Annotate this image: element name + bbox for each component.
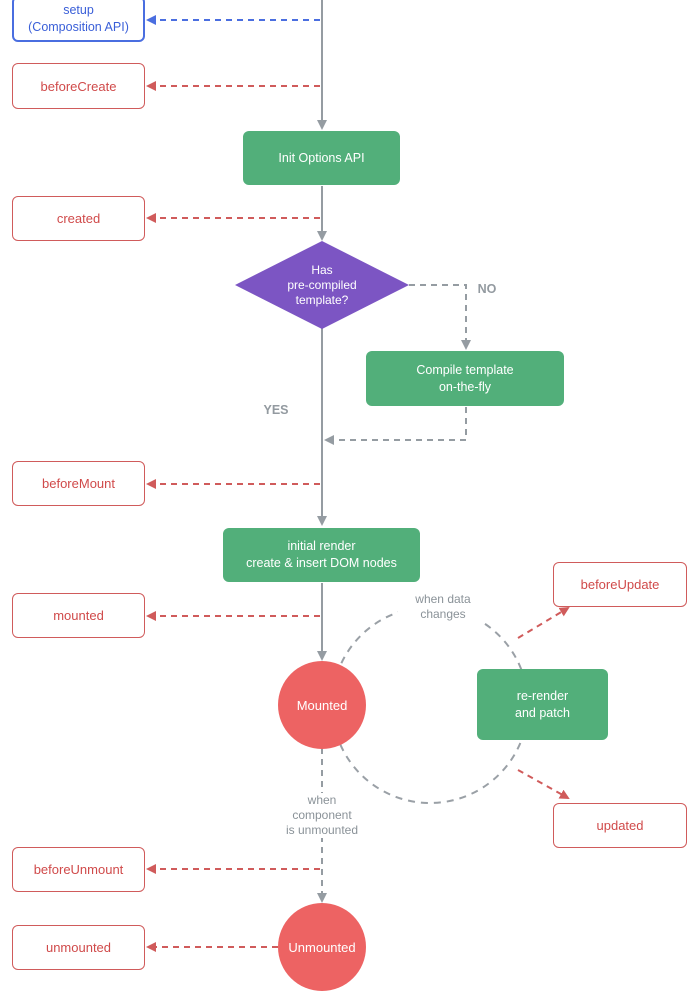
process-init-options-api: Init Options API <box>243 131 400 185</box>
hook-setup: setup (Composition API) <box>12 0 145 42</box>
hook-line-updated <box>517 769 570 799</box>
hook-created: created <box>12 196 145 241</box>
hook-mounted: mounted <box>12 593 145 638</box>
decision-yes-label: YES <box>263 403 289 417</box>
state-unmounted: Unmounted <box>278 903 366 991</box>
hook-line-before-update <box>517 606 570 639</box>
hook-before-create: beforeCreate <box>12 63 145 109</box>
process-initial-render: initial render create & insert DOM nodes <box>223 528 420 582</box>
process-re-render: re-render and patch <box>477 669 608 740</box>
hook-before-mount: beforeMount <box>12 461 145 506</box>
hook-unmounted: unmounted <box>12 925 145 970</box>
flow-line-compile-merge <box>324 407 467 445</box>
hook-before-update: beforeUpdate <box>553 562 687 607</box>
decision-precompiled-template: Has pre-compiled template? <box>287 262 357 307</box>
decision-no-label: NO <box>477 282 497 296</box>
label-when-component-unmounted: when component is unmounted <box>276 793 368 838</box>
label-when-data-changes: when data changes <box>398 592 488 622</box>
flow-line-no-branch <box>409 284 471 350</box>
process-compile-template: Compile template on-the-fly <box>366 351 564 406</box>
hook-updated: updated <box>553 803 687 848</box>
hook-before-unmount: beforeUnmount <box>12 847 145 892</box>
state-mounted: Mounted <box>278 661 366 749</box>
